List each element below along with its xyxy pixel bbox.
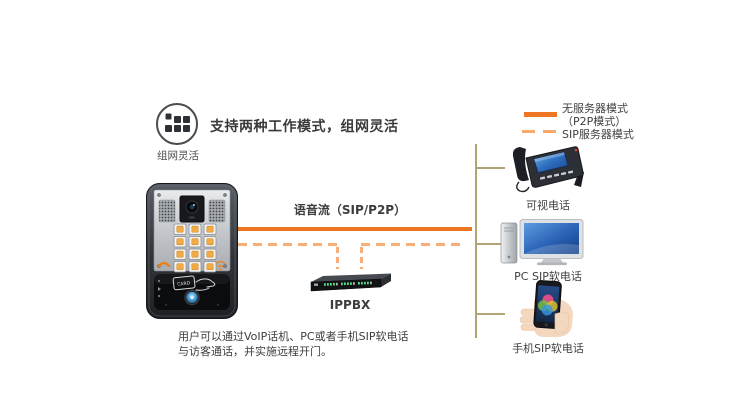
speaker-grille-left (158, 199, 176, 223)
wifi-icon (215, 261, 226, 271)
camera-icon (179, 195, 205, 223)
side-indicator-icons (158, 280, 161, 297)
page-title: 支持两种工作模式，组网灵活 (210, 119, 399, 135)
keypad (173, 223, 217, 273)
video-phone-device (512, 146, 584, 193)
sip-line-drop-left (336, 247, 339, 269)
description-line2: 与访客通话，并实施远程开门。 (178, 345, 332, 358)
door-phone-device: CARD (146, 183, 238, 319)
call-icon (157, 261, 171, 268)
speaker-grille-right (208, 199, 226, 223)
sip-line-swatch (522, 130, 558, 133)
video-phone-label: 可视电话 (526, 199, 570, 212)
p2p-legend-line1: 无服务器模式 (562, 102, 628, 115)
sip-legend-label: SIP服务器模式 (562, 128, 634, 141)
p2p-connection-line (238, 227, 472, 231)
branch-stub-mobile (477, 313, 505, 315)
pc-softphone-label: PC SIP软电话 (514, 270, 582, 283)
sip-line-left-segment (238, 243, 339, 246)
pc-device (500, 219, 584, 266)
p2p-line-swatch (524, 112, 557, 117)
grid-blocks-icon (164, 113, 190, 132)
branch-stub-video-phone (477, 167, 505, 169)
ippbx-label: IPPBX (329, 298, 371, 312)
network-flexibility-badge (156, 103, 198, 145)
doorbell-button (184, 289, 200, 306)
feature-caption: 组网灵活 (157, 150, 199, 162)
branch-trunk-line (475, 144, 477, 338)
card-swipe-icon: CARD (172, 275, 216, 291)
mobile-softphone-label: 手机SIP软电话 (512, 342, 584, 355)
ippbx-device (310, 273, 391, 292)
p2p-legend-line2: （P2P模式） (562, 115, 627, 128)
p2p-legend-label: 无服务器模式 （P2P模式） (562, 102, 628, 128)
description-text: 用户可以通过VoIP话机、PC或者手机SIP软电话 与访客通话，并实施远程开门。 (178, 329, 408, 359)
voice-flow-label: 语音流（SIP/P2P） (293, 203, 407, 217)
description-line1: 用户可以通过VoIP话机、PC或者手机SIP软电话 (178, 330, 409, 343)
sip-line-right-segment (361, 243, 464, 246)
branch-stub-pc (477, 243, 505, 245)
card-text: CARD (177, 280, 191, 287)
sip-line-drop-right (360, 247, 363, 269)
ippbx-ports (324, 281, 369, 286)
mobile-phone-device (519, 280, 573, 337)
